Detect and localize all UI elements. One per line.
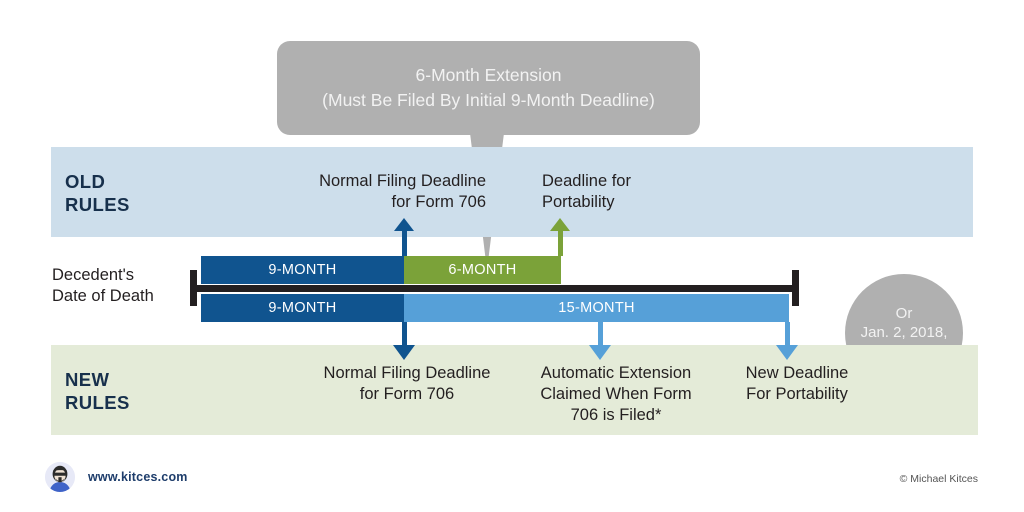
old-portability-deadline-label: Deadline for Portability — [542, 172, 631, 212]
new-rules-title: NEW RULES — [65, 369, 130, 414]
new-normal-filing-deadline-label: Normal Filing Deadline for Form 706 — [323, 364, 491, 404]
bar-label: 15-MONTH — [558, 300, 635, 316]
callout-text: 6-Month Extension (Must Be Filed By Init… — [322, 64, 655, 110]
copyright-notice: © Michael Kitces — [899, 473, 978, 485]
bar-label: 9-MONTH — [268, 300, 337, 316]
old-rules-band — [51, 147, 973, 237]
old-portability-arrow-stem — [558, 228, 563, 256]
bar-label: 6-MONTH — [448, 262, 517, 278]
automatic-extension-arrow-icon — [589, 345, 611, 360]
bar-label: 9-MONTH — [268, 262, 337, 278]
old-normal-filing-deadline-label: Normal Filing Deadline for Form 706 — [319, 172, 486, 212]
timeline-axis — [190, 285, 799, 292]
new-portability-arrow-stem — [785, 322, 790, 349]
new-rules-bar-15-month: 15-MONTH — [404, 294, 789, 322]
old-filing-deadline-arrow-stem — [402, 228, 407, 256]
old-portability-arrow-icon — [550, 218, 570, 231]
new-filing-deadline-arrow-stem — [402, 322, 407, 349]
automatic-extension-arrow-stem — [598, 322, 603, 349]
new-rules-bar-9-month: 9-MONTH — [201, 294, 404, 322]
timeline-start-cap-icon — [190, 270, 197, 306]
kitces-website-link[interactable]: www.kitces.com — [88, 470, 188, 484]
decedent-date-of-death-label: Decedent's Date of Death — [52, 266, 154, 306]
new-rules-band — [51, 345, 978, 435]
old-rules-bar-9-month: 9-MONTH — [201, 256, 404, 284]
new-portability-arrow-icon — [776, 345, 798, 360]
six-month-extension-callout: 6-Month Extension (Must Be Filed By Init… — [277, 41, 700, 135]
new-filing-deadline-arrow-icon — [393, 345, 415, 360]
new-portability-deadline-label: New Deadline For Portability — [745, 364, 849, 404]
automatic-extension-label: Automatic Extension Claimed When Form 70… — [540, 364, 692, 425]
old-rules-bar-6-month: 6-MONTH — [404, 256, 561, 284]
old-rules-title: OLD RULES — [65, 171, 130, 216]
timeline-end-cap-icon — [792, 270, 799, 306]
kitces-avatar-icon — [45, 462, 75, 492]
old-filing-deadline-arrow-icon — [394, 218, 414, 231]
